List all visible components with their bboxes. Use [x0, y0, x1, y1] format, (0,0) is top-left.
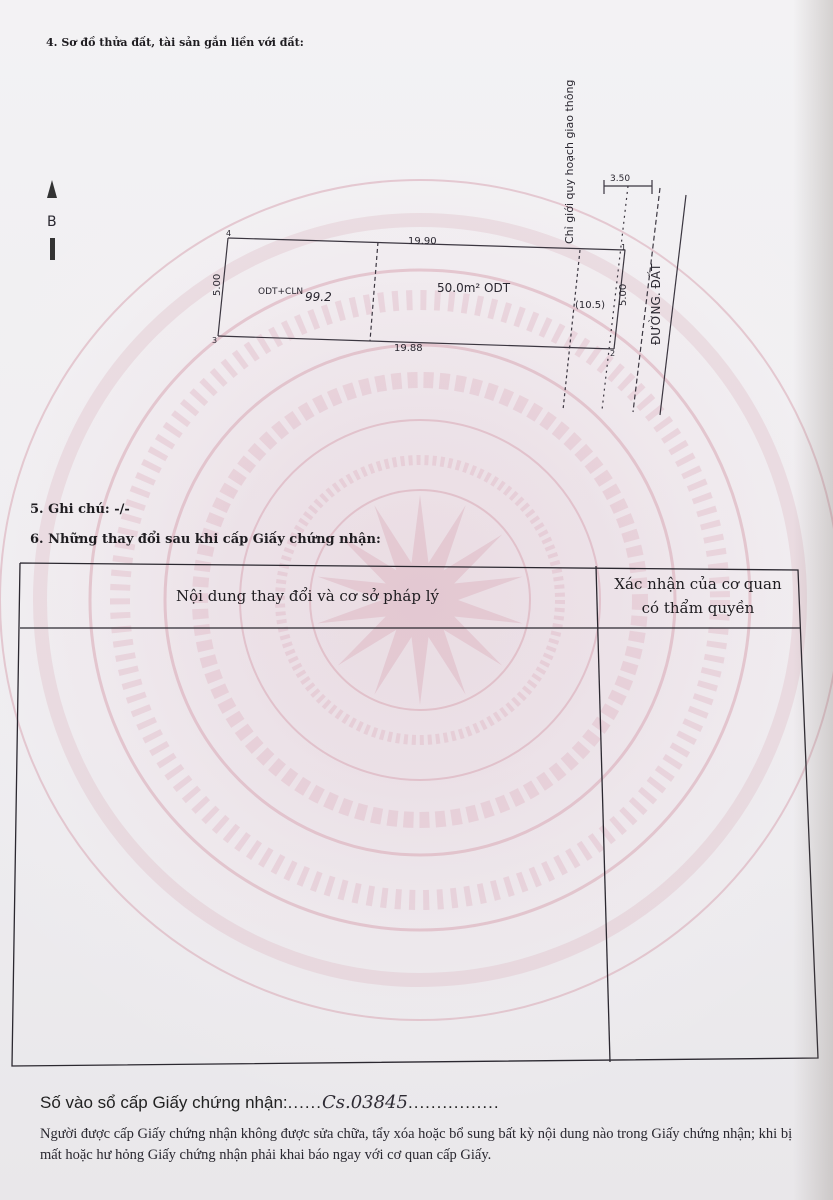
road-edge-right [659, 194, 687, 416]
footer-warning-note: Người được cấp Giấy chứng nhận không đượ… [40, 1126, 793, 1163]
registry-dots-after: ................ [408, 1093, 500, 1112]
parcel-left-area: 99.2 [305, 290, 332, 304]
section-6-title: 6. Những thay đổi sau khi cấp Giấy chứng… [30, 532, 381, 547]
road-edge-left [601, 185, 629, 411]
parcel-left-label: ODT+CLN [258, 287, 303, 297]
north-label: B [47, 214, 57, 230]
vertex-1: 1 [621, 243, 626, 252]
registry-number-line: Số vào sổ cấp Giấy chứng nhận:......Cs.0… [40, 1092, 500, 1113]
bottom-edge-length: 19.88 [394, 343, 423, 354]
table-cell-content [18, 630, 608, 1060]
road-edge-mid [632, 187, 661, 413]
road-label: ĐƯỜNG. ĐẤT [647, 263, 663, 345]
top-right-edge-length: 3.50 [610, 174, 630, 184]
top-edge-length: 19.90 [408, 236, 437, 247]
page-edge-shadow [793, 0, 833, 1200]
table-cell-confirmation [612, 630, 817, 1060]
land-parcel-diagram: B 4 3 1 2 19.90 19.88 5.00 5.00 3.50 ODT… [47, 80, 687, 416]
left-boundary [217, 237, 229, 337]
vertex-3: 3 [212, 336, 217, 345]
right-edge-length: 5.00 [618, 284, 629, 306]
vertex-4: 4 [226, 229, 231, 238]
table-header-confirmation-line1: Xác nhận của cơ quan [614, 575, 782, 593]
north-arrow-icon [47, 180, 57, 260]
left-edge-length: 5.00 [212, 274, 223, 296]
registry-dots-before: ...... [287, 1093, 322, 1112]
bottom-boundary [217, 335, 615, 350]
parcel-divider [369, 241, 379, 342]
table-header-confirmation: Xác nhận của cơ quan có thẩm quyền [598, 565, 798, 627]
parcel-right-label: 50.0m² ODT [437, 281, 511, 295]
right-boundary [613, 249, 626, 350]
planning-boundary-label: Chỉ giới quy hoạch giao thông [563, 80, 576, 244]
section-4-title: 4. Sơ đồ thửa đất, tài sản gắn liền với … [46, 36, 304, 49]
table-header-content: Nội dung thay đổi và cơ sở pháp lý [176, 587, 439, 605]
planning-boundary-line [562, 249, 581, 411]
vertex-2: 2 [610, 349, 615, 358]
table-header-confirmation-line2: có thẩm quyền [641, 599, 755, 617]
top-boundary [227, 237, 626, 251]
registry-handwritten-number: Cs.03845 [322, 1092, 408, 1113]
section-5-note: 5. Ghi chú: -/- [30, 502, 130, 517]
registry-label: Số vào sổ cấp Giấy chứng nhận: [40, 1093, 288, 1112]
road-area: (10.5) [575, 300, 605, 311]
